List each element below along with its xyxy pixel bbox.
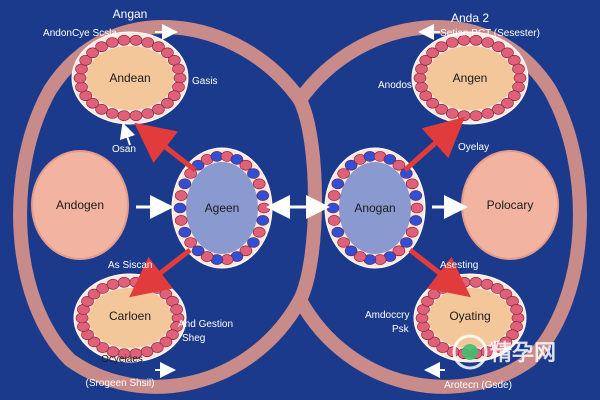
arrow-center-right-to-right-bottom <box>408 248 471 298</box>
ring-left <box>13 20 307 394</box>
watermark-logo: 精孕网 <box>452 334 556 370</box>
arrow-center-left-to-left-bottom <box>129 248 192 298</box>
beaded-nodes <box>71 31 529 363</box>
annotation-bottom-right: Arotecn (Gsde) <box>444 380 512 391</box>
annotation-near-left-bottom-1: And Gestion <box>178 319 233 330</box>
label-right-mid: Polocary <box>487 198 534 212</box>
watermark-text: 精孕网 <box>490 340 556 366</box>
annotation-near-right-top: Anodos <box>378 80 412 91</box>
annotation-top-right-2: Setian PCT (Sesester) <box>440 28 540 39</box>
annotation-near-left-top: Gasis <box>192 76 218 87</box>
node-left-top <box>71 31 189 125</box>
annotation-top-left-2: AndonCye Scsla <box>43 28 117 39</box>
annotation-top-right-1: Anda 2 <box>451 11 489 25</box>
annotation-near-right-lower: Asesting <box>440 260 478 271</box>
arrow-center-right-to-right-top <box>403 116 465 172</box>
annotation-bottom-left: (Srogeen Shsil) <box>86 378 155 389</box>
label-left-mid: Andogen <box>56 198 104 212</box>
annotation-left-bottom-small: Ocyeiaes <box>101 354 143 365</box>
annotation-near-right-bottom-1: Amdoccry <box>365 310 409 321</box>
node-left-bottom <box>73 273 187 363</box>
node-center-right <box>324 147 426 269</box>
annotation-near-right-mid: Oyelay <box>458 142 489 153</box>
annotation-near-left-mid: Osan <box>112 144 136 155</box>
node-right-top <box>411 31 529 125</box>
label-left-bottom: Carloen <box>109 309 151 323</box>
annotation-near-left-lower: As Siscan <box>108 260 152 271</box>
small-arrow-left-top <box>119 122 136 146</box>
label-right-bottom: Oyating <box>449 309 490 323</box>
ring-cross <box>293 96 322 304</box>
arrow-center-left-to-left-top <box>134 122 197 172</box>
label-right-top: Angen <box>453 71 488 85</box>
node-left-mid <box>31 150 129 260</box>
label-left-top: Andean <box>109 71 150 85</box>
label-center-right: Anogan <box>354 201 395 215</box>
node-center-left <box>171 147 273 269</box>
annotation-near-left-bottom-2: Sheg <box>182 333 205 344</box>
label-center-left: Ageen <box>205 201 240 215</box>
annotation-top-left-1: Angan <box>113 7 148 21</box>
annotation-near-right-bottom-2: Psk <box>392 324 410 335</box>
